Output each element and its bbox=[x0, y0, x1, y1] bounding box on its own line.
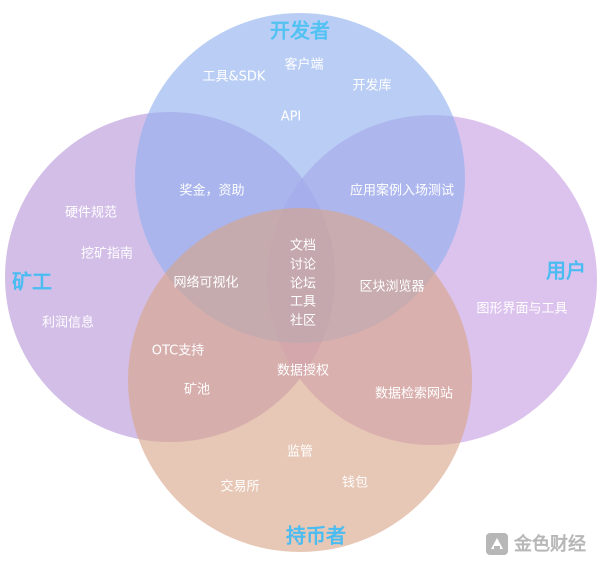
data-search-site-label: 数据检索网站 bbox=[375, 387, 453, 402]
network-visualization-label: 网络可视化 bbox=[173, 275, 238, 291]
developer-title: 开发者 bbox=[270, 19, 330, 43]
dev-client-label: 客户端 bbox=[284, 57, 323, 73]
wallet-label: 钱包 bbox=[342, 476, 368, 491]
dev-user-label: 应用案例入场测试 bbox=[350, 183, 454, 199]
miner-profit-label: 利润信息 bbox=[42, 315, 94, 331]
miner-hardware-label: 硬件规范 bbox=[65, 206, 117, 221]
logo-mark-icon bbox=[486, 533, 508, 555]
center-docs-label: 文档 bbox=[290, 239, 316, 254]
logo-text: 金色财经 bbox=[513, 533, 586, 555]
miner-title: 矿工 bbox=[12, 270, 52, 294]
exchange-label: 交易所 bbox=[220, 479, 259, 495]
dev-miner-label: 奖金，资助 bbox=[179, 183, 244, 199]
center-forum-label: 论坛 bbox=[290, 277, 316, 292]
center-tools-label: 工具 bbox=[290, 295, 316, 310]
user-title: 用户 bbox=[546, 259, 586, 283]
user-gui-label: 图形界面与工具 bbox=[476, 302, 567, 317]
block-explorer-label: 区块浏览器 bbox=[359, 279, 424, 295]
center-discussion-label: 讨论 bbox=[290, 258, 316, 273]
holder-circle bbox=[128, 208, 472, 552]
dev-library-label: 开发库 bbox=[352, 78, 391, 94]
dev-api-label: API bbox=[281, 110, 302, 125]
center-community-label: 社区 bbox=[290, 313, 316, 329]
mining-pool-label: 矿池 bbox=[184, 383, 210, 398]
data-authorization-label: 数据授权 bbox=[277, 363, 329, 379]
otc-support-label: OTC支持 bbox=[152, 344, 205, 359]
regulation-label: 监管 bbox=[287, 445, 313, 460]
holder-title: 持币者 bbox=[286, 524, 346, 548]
jinse-logo: 金色财经 bbox=[486, 533, 586, 555]
dev-tools-label: 工具&SDK bbox=[203, 70, 266, 85]
miner-guide-label: 挖矿指南 bbox=[81, 246, 133, 262]
